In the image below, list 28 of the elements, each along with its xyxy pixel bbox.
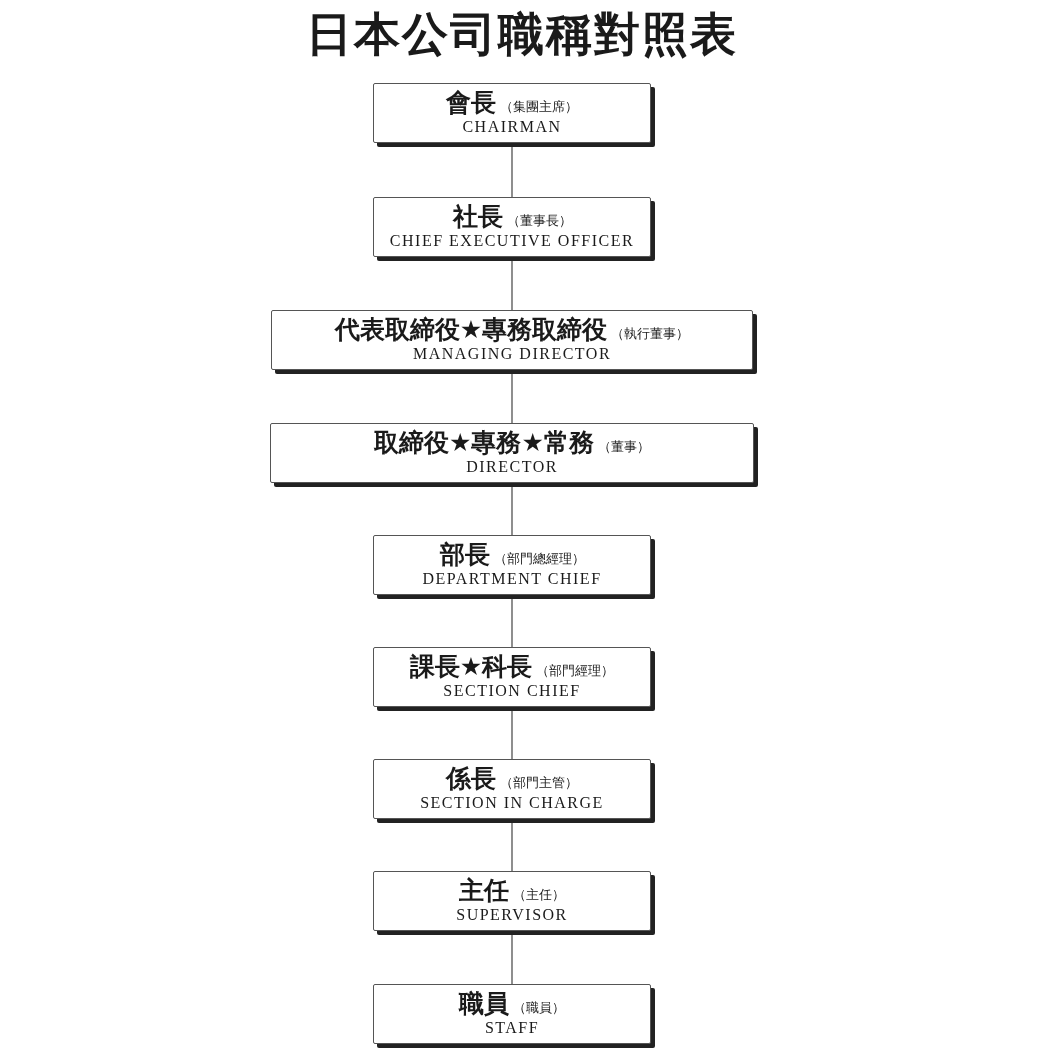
japanese-title: 課長★科長 [409,653,533,681]
chinese-title: （董事長） [506,212,572,230]
japanese-title: 代表取締役★專務取締役 [334,316,608,344]
english-title: CHIEF EXECUTIVE OFFICER [389,231,635,251]
chinese-title: （執行董事） [611,325,690,343]
english-title: STAFF [484,1018,540,1038]
chinese-title: （董事） [597,438,650,456]
japanese-title: 社長 [452,203,503,231]
japanese-title: 係長 [446,765,496,793]
english-title: MANAGING DIRECTOR [412,344,612,364]
english-title: DEPARTMENT CHIEF [422,569,602,589]
english-title: CHAIRMAN [462,117,562,137]
chinese-title: （部門總經理） [493,550,585,568]
japanese-title: 職員 [459,990,509,1018]
japanese-title: 會長 [446,89,496,117]
japanese-title: 取締役★專務★常務 [374,429,594,457]
chinese-title: （職員） [513,999,565,1017]
chinese-title: （集團主席） [500,98,578,116]
chinese-title: （部門主管） [500,774,578,792]
english-title: SUPERVISOR [456,905,568,925]
japanese-title: 部長 [439,541,490,569]
chinese-title: （部門經理） [536,662,615,680]
english-title: SECTION CHIEF [443,681,581,701]
chinese-title: （主任） [513,886,565,904]
japanese-title: 主任 [459,877,509,905]
chart-title: 日本公司職稱對照表 [305,6,739,62]
english-title: SECTION IN CHARGE [420,793,604,813]
english-title: DIRECTOR [466,457,558,477]
